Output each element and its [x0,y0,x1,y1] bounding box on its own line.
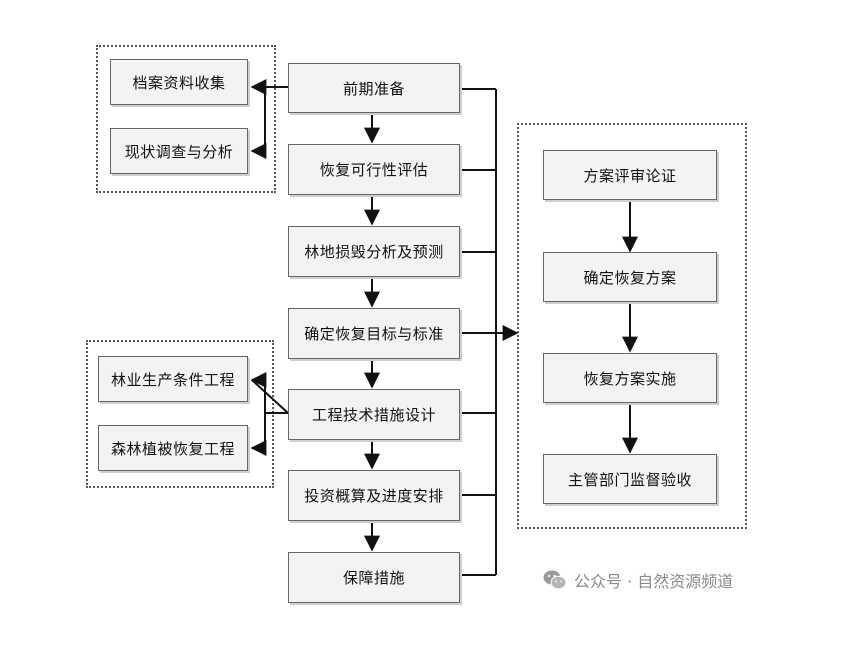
step-invest: 投资概算及进度安排 [288,470,460,521]
box-archive: 档案资料收集 [110,59,248,105]
step-damage: 林地损毁分析及预测 [288,226,460,277]
box-survey: 现状调查与分析 [110,128,248,174]
step-guarantee: 保障措施 [288,552,460,603]
box-vegetation: 森林植被恢复工程 [98,425,248,471]
box-review: 方案评审论证 [543,150,717,200]
wechat-icon [543,570,567,590]
box-supervise: 主管部门监督验收 [543,454,717,504]
box-confirm: 确定恢复方案 [543,252,717,302]
step-design: 工程技术措施设计 [288,389,460,440]
step-prep: 前期准备 [288,63,460,113]
watermark: 公众号 · 自然资源频道 [543,568,733,592]
step-target: 确定恢复目标与标准 [288,308,460,359]
step-eval: 恢复可行性评估 [288,144,460,195]
left-top-group [96,45,276,193]
box-production: 林业生产条件工程 [98,356,248,402]
box-implement: 恢复方案实施 [543,353,717,403]
watermark-text: 公众号 · 自然资源频道 [574,572,734,591]
